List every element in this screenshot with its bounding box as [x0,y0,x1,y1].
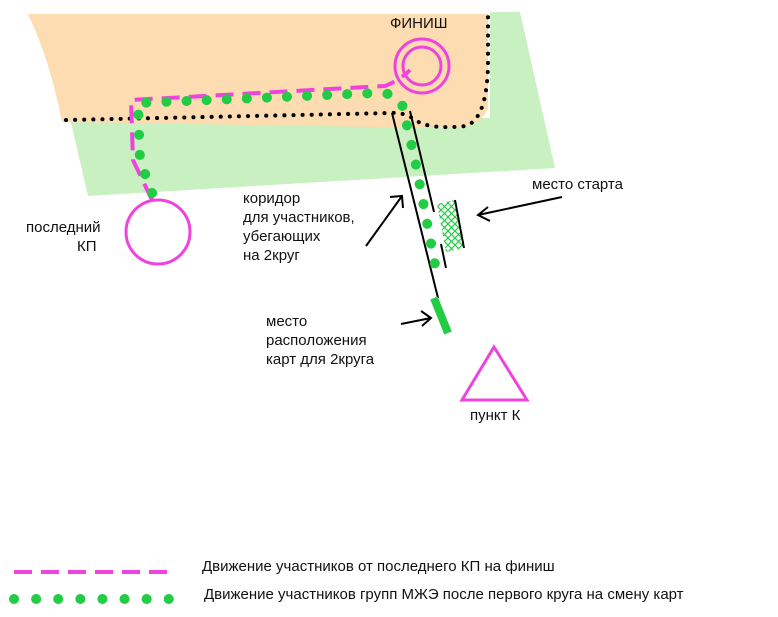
arrow-start-place [476,196,563,222]
corridor-label-line2: для участников, [243,209,355,226]
point-k-triangle [459,344,530,402]
maps-place-label-line2: расположения [266,332,367,349]
maps-place-label: место расположения карт для 2круга [266,312,374,369]
meadow-area [70,12,555,196]
legend-dotted-label: Движение участников групп МЖЭ после перв… [204,586,684,603]
area-boundary [64,8,490,130]
finish-label: ФИНИШ [390,15,448,32]
corridor-label-line3: убегающих [243,228,321,245]
corridor-label: коридор для участников, убегающих на 2кр… [243,189,355,265]
start-area-edge [454,199,465,249]
corridor-label-line4: на 2круг [243,247,300,264]
legend-dashed-label: Движение участников от последнего КП на … [202,558,555,575]
maps-place-bar [430,296,452,335]
finish-inner-circle [401,45,443,87]
corridor-right-line-lower [440,243,447,269]
route-last-cp-to-finish [128,68,412,201]
start-place-label: место старта [532,176,623,193]
corridor-left-line [391,112,439,299]
maps-place-label-line1: место [266,313,308,330]
route-groups-map-change [132,87,443,285]
arrow-corridor [365,194,404,247]
last-cp-circle [124,198,192,266]
last-cp-label: последний КП [26,218,101,256]
maps-place-label-line3: карт для 2круга [266,351,375,368]
last-cp-label-line1: последний [26,219,101,236]
last-cp-label-line2: КП [77,238,97,255]
point-k-label: пункт К [470,407,521,424]
corridor-right-line [409,110,435,213]
finish-outer-circle [393,37,451,95]
arrow-maps-place [400,310,433,327]
corridor-label-line1: коридор [243,190,301,207]
